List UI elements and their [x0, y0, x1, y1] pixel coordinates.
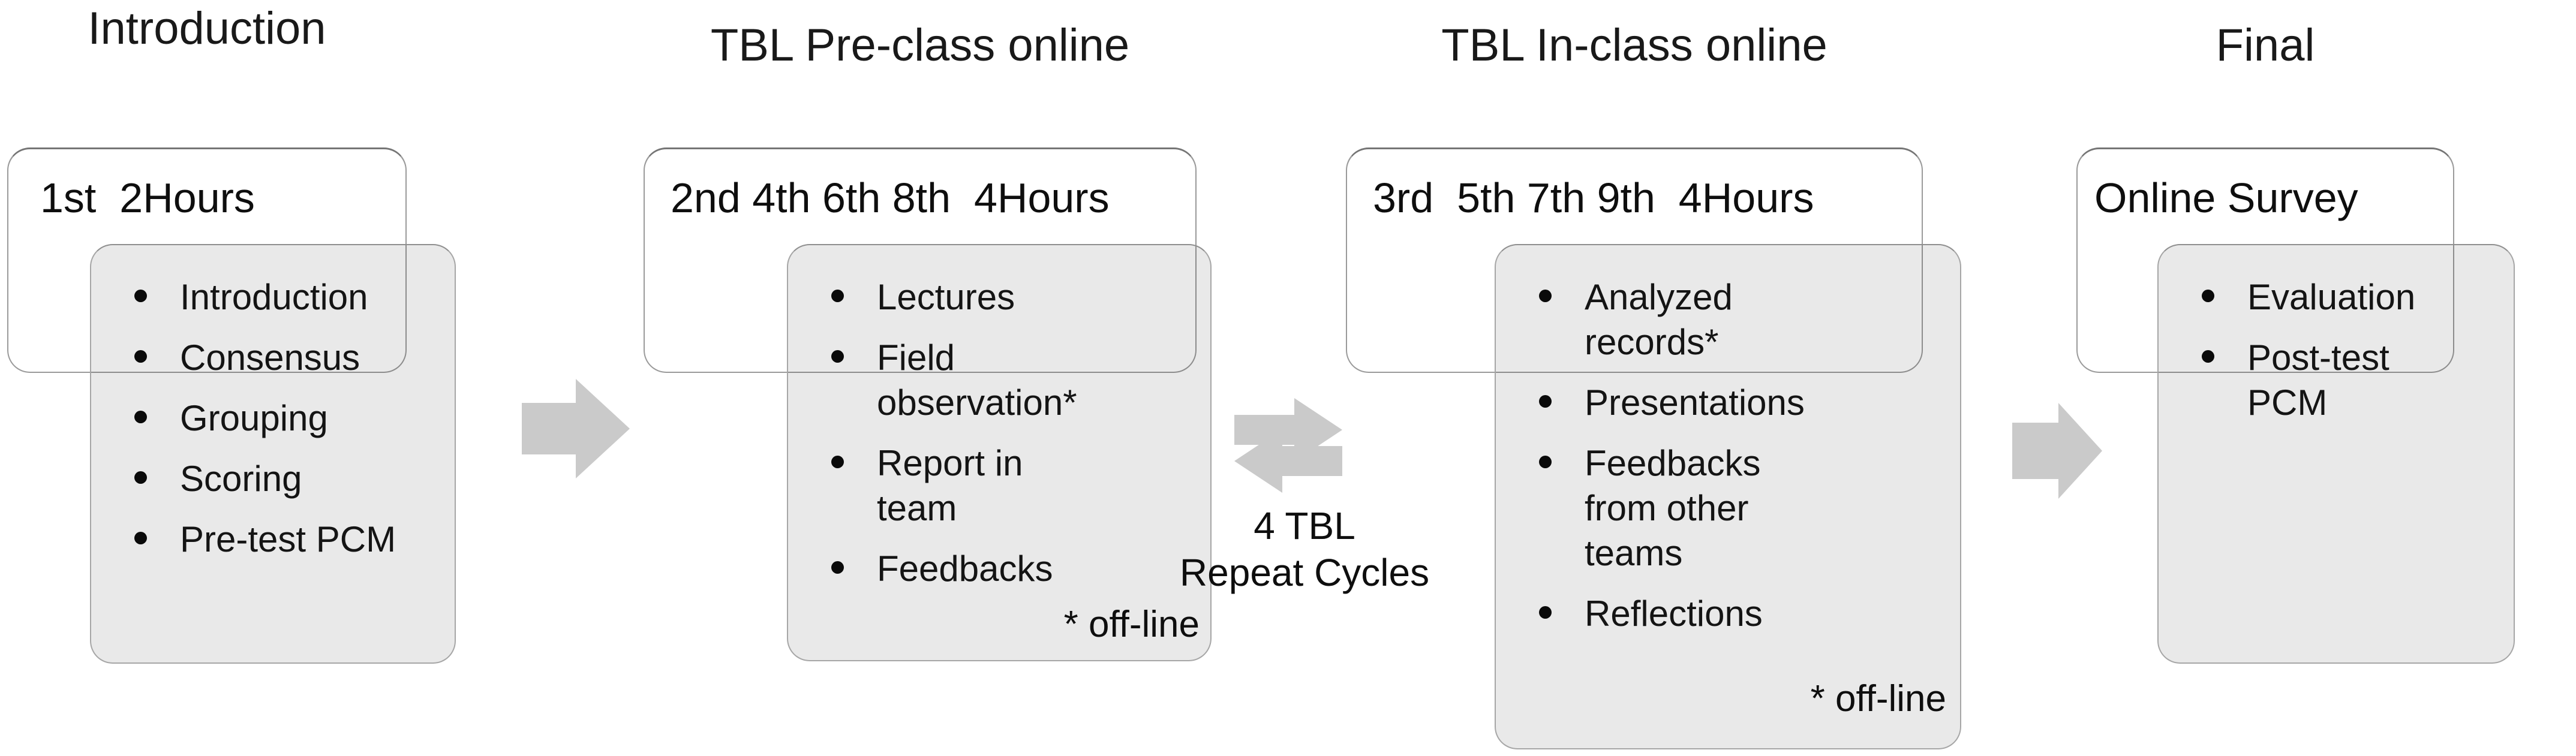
stage3-offline-footnote: * off-line: [1810, 678, 1946, 719]
stage4-title: Final: [2216, 20, 2315, 71]
list-item: Analyzed records*: [1539, 275, 1944, 365]
repeat-cycles-label: 4 TBL Repeat Cycles: [1179, 504, 1430, 595]
stage2-schedule-box: [644, 147, 1197, 373]
list-item: Feedbacks from other teams: [1539, 441, 1944, 576]
bullet-dot: [134, 411, 147, 423]
bullet-dot: [831, 456, 844, 468]
bullet-dot: [2202, 350, 2214, 363]
list-item: Feedbacks: [831, 546, 1195, 591]
stage1-activities-panel: [90, 244, 456, 664]
bullet-dot: [2202, 290, 2214, 302]
stage3-schedule-box: [1346, 147, 1923, 373]
stage1-schedule-box: [7, 147, 407, 373]
bullet-dot: [1539, 395, 1552, 408]
stage1-title: Introduction: [88, 3, 326, 54]
stage1-activity-list: Introduction Consensus Grouping Scoring …: [90, 275, 456, 577]
stage4-activities-panel: [2157, 244, 2515, 664]
list-item: Pre-test PCM: [134, 517, 439, 562]
stage3-schedule-label: 3rd 5th 7th 9th 4Hours: [1373, 174, 1814, 221]
bullet-dot: [831, 290, 844, 302]
list-item: Lectures: [831, 275, 1195, 320]
list-item: Presentations: [1539, 380, 1944, 425]
arrow-right-1-icon: [522, 379, 630, 478]
bullet-dot: [134, 350, 147, 363]
stage4-schedule-box: [2076, 147, 2454, 373]
bullet-dot: [831, 350, 844, 363]
stage2-offline-footnote: * off-line: [1063, 604, 1200, 645]
stage2-schedule-label: 2nd 4th 6th 8th 4Hours: [671, 174, 1110, 221]
stage4-activity-list: Evaluation Post-test PCM: [2157, 275, 2515, 441]
bullet-dot: [134, 471, 147, 484]
bullet-dot: [1539, 290, 1552, 302]
bullet-dot: [134, 290, 147, 302]
bullet-dot: [1539, 456, 1552, 468]
list-item: Reflections: [1539, 591, 1944, 636]
bullet-dot: [1539, 606, 1552, 619]
bullet-dot: [831, 561, 844, 574]
list-item: Scoring: [134, 456, 439, 501]
stage2-title: TBL Pre-class online: [710, 20, 1130, 71]
stage1-schedule-label: 1st 2Hours: [40, 174, 255, 221]
list-item: Post-test PCM: [2202, 335, 2498, 425]
cycle-double-arrow-icon: [1234, 398, 1342, 493]
arrow-right-3-icon: [2012, 403, 2102, 499]
bullet-dot: [134, 532, 147, 544]
list-item: Report in team: [831, 441, 1195, 531]
stage3-activities-panel: [1495, 244, 1961, 749]
stage4-schedule-label: Online Survey: [2094, 174, 2358, 221]
list-item: Grouping: [134, 396, 439, 441]
stage3-activity-list: Analyzed records* Presentations Feedback…: [1495, 275, 1961, 652]
list-item: Consensus: [134, 335, 439, 380]
stage2-activities-panel: [787, 244, 1212, 661]
stage2-activity-list: Lectures Field observation* Report in te…: [787, 275, 1212, 607]
list-item: Field observation*: [831, 335, 1195, 425]
list-item: Evaluation: [2202, 275, 2498, 320]
list-item: Introduction: [134, 275, 439, 320]
stage3-title: TBL In-class online: [1441, 20, 1827, 71]
